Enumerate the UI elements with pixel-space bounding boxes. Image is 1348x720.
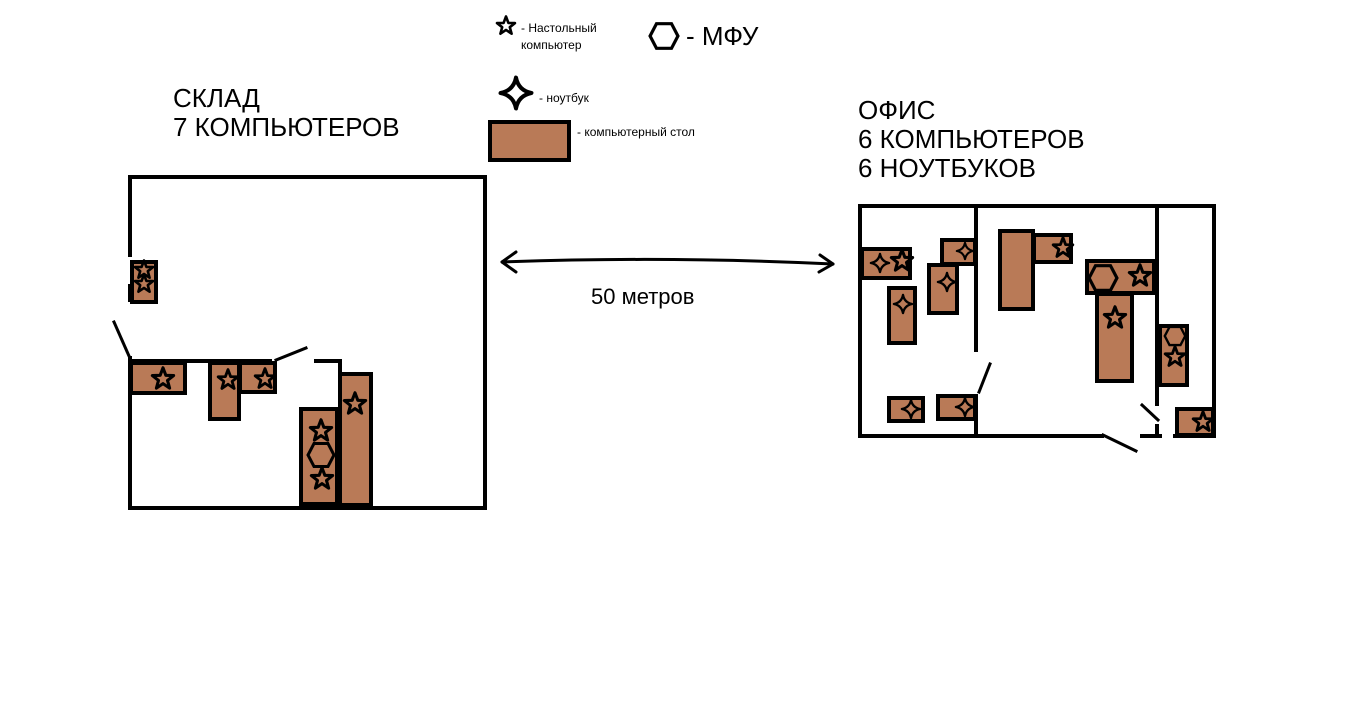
office-entrance-door — [1100, 432, 1139, 454]
office-furniture — [860, 229, 1215, 437]
office-title: ОФИС — [858, 95, 936, 125]
distance-arrow-head-right — [817, 253, 835, 274]
distance-arrow-head-left — [500, 250, 518, 274]
warehouse-inner-door — [274, 346, 308, 362]
distance-arrow-line — [500, 257, 835, 266]
legend-mfu-label: - МФУ — [686, 21, 759, 51]
legend-laptop-label: - ноутбук — [539, 91, 589, 105]
desk — [998, 229, 1035, 311]
legend — [488, 15, 680, 162]
office-laptop-count: 6 НОУТБУКОВ — [858, 153, 1036, 184]
desk-legend-swatch — [488, 120, 571, 162]
legend-desktop-label-line2: компьютер — [521, 38, 582, 53]
office-title-block: ОФИС 6 КОМПЬЮТЕРОВ 6 НОУТБУКОВ — [858, 95, 1085, 184]
laptop-icon — [501, 78, 532, 109]
warehouse-furniture — [129, 259, 373, 507]
mfu-hexagon-icon — [648, 22, 680, 50]
desktop-computer-icon — [495, 15, 517, 36]
office-computer-count: 6 КОМПЬЮТЕРОВ — [858, 124, 1085, 155]
warehouse-computer-count: 7 КОМПЬЮТЕРОВ — [173, 112, 400, 143]
legend-desktop-label: - Настольный компьютер — [521, 20, 597, 55]
desk — [208, 361, 241, 421]
legend-desk-label: - компьютерный стол — [577, 125, 695, 139]
distance-label: 50 метров — [591, 284, 695, 309]
office-side-door — [1139, 402, 1161, 423]
desk — [927, 263, 959, 315]
desk — [1032, 233, 1073, 264]
warehouse-entrance-door — [112, 320, 131, 358]
office-inner-door — [977, 362, 992, 394]
warehouse-title-block: СКЛАД 7 КОМПЬЮТЕРОВ — [173, 83, 400, 143]
distance-arrow — [500, 250, 835, 274]
desk — [299, 407, 339, 506]
desk — [338, 372, 373, 507]
warehouse-outer-wall — [128, 175, 487, 510]
warehouse-title: СКЛАД — [173, 83, 260, 113]
legend-desktop-label-line1: - Настольный — [521, 21, 597, 35]
